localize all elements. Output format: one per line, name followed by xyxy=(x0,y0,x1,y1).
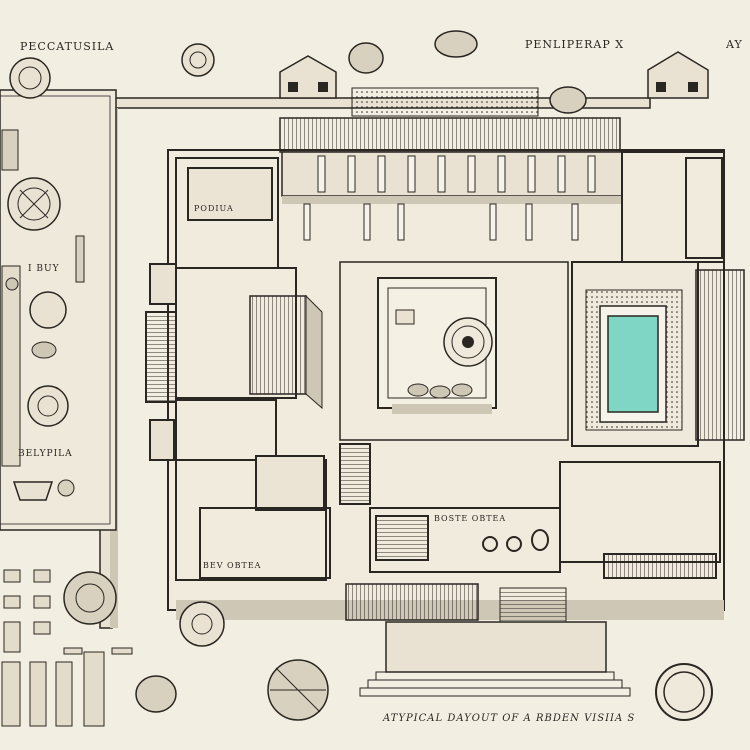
label-top-right-edge: AY xyxy=(726,38,743,51)
diagram-caption: ATYPICAL DAYOUT OF A RBDEN VISIIA S xyxy=(383,713,636,724)
inner-pillars xyxy=(303,203,579,241)
medallion-icon xyxy=(7,177,69,427)
north-columns xyxy=(317,155,596,193)
storage-block xyxy=(249,294,323,410)
coin-icon xyxy=(9,43,215,99)
label-side-b: BELYPILA xyxy=(18,449,73,459)
south-wing xyxy=(175,443,561,581)
east-wing xyxy=(559,151,725,579)
label-top-left: PECCATUSILA xyxy=(20,40,115,53)
house-icon xyxy=(279,51,709,99)
urn-icon xyxy=(348,30,587,114)
column-icon xyxy=(1,569,133,727)
label-room-b: BOSTE OBTEA xyxy=(434,514,507,523)
statue-icon xyxy=(1,129,85,467)
central-courtyard xyxy=(339,261,569,441)
peristyle-pool xyxy=(571,261,745,447)
label-room-c: BEV OBTEA xyxy=(203,561,262,570)
label-top-right: PENLIPERAP X xyxy=(525,38,625,51)
south-entrance xyxy=(345,583,631,697)
label-side-a: I BUY xyxy=(28,264,60,274)
bowl-icon xyxy=(12,479,713,721)
label-room-a: PODIUA xyxy=(194,204,234,213)
west-wing xyxy=(145,157,297,461)
